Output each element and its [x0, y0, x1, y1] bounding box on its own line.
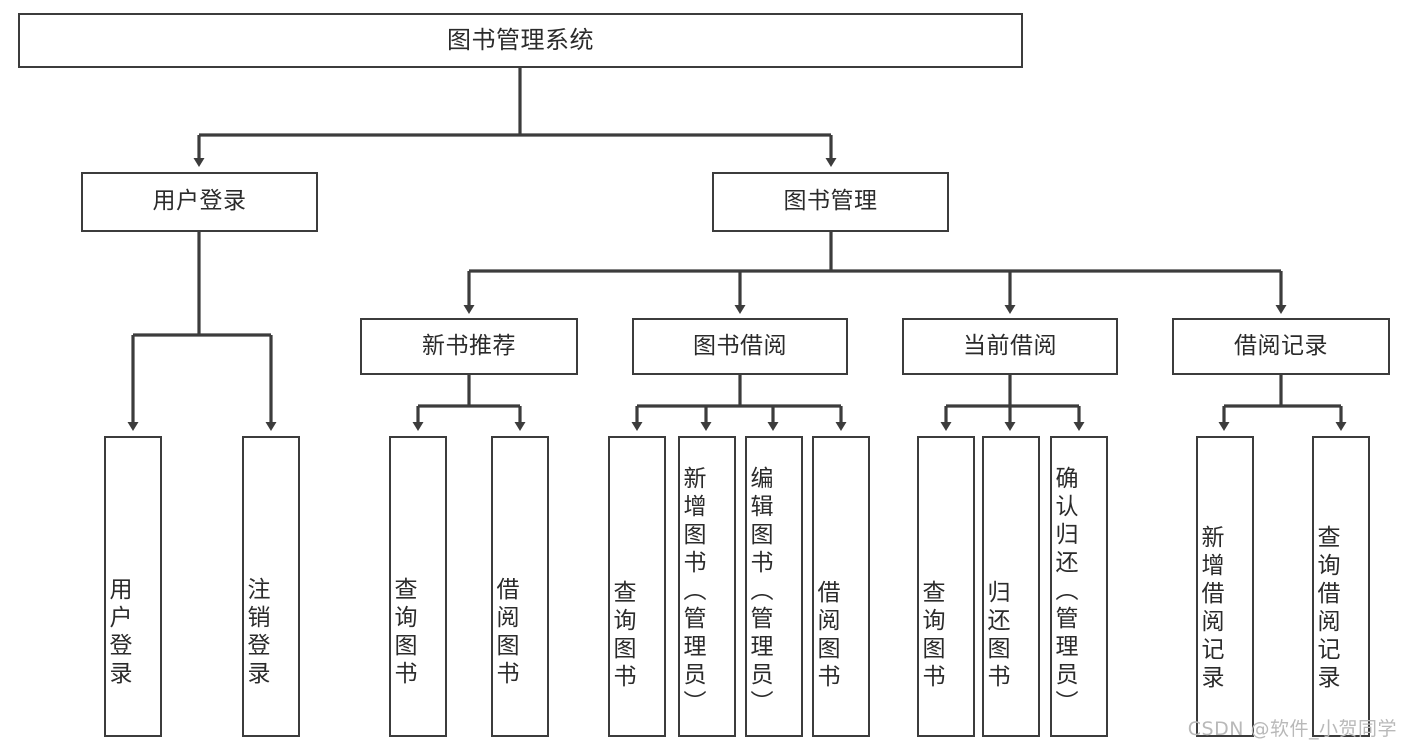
leaf-add-borrow-record[interactable]: 新增借阅记录: [1196, 436, 1254, 737]
node-user-login[interactable]: 用户登录: [81, 172, 318, 232]
node-label: 查询图书: [609, 579, 635, 692]
node-label: 注销登录: [243, 576, 269, 689]
leaf-query-book-recommend[interactable]: 查询图书: [389, 436, 447, 737]
node-label: 新增图书（管理员）: [679, 465, 705, 718]
node-label: 借阅图书: [492, 576, 518, 689]
node-current-borrow[interactable]: 当前借阅: [902, 318, 1118, 375]
node-new-book-recommend[interactable]: 新书推荐: [360, 318, 578, 375]
node-label: 当前借阅: [963, 332, 1057, 359]
node-label: 确认归还（管理员）: [1051, 465, 1077, 718]
leaf-query-borrow-record[interactable]: 查询借阅记录: [1312, 436, 1370, 737]
watermark-text: CSDN @软件_小贺同学: [1187, 718, 1397, 740]
node-label: 编辑图书（管理员）: [746, 465, 772, 718]
leaf-borrow-book[interactable]: 借阅图书: [812, 436, 870, 737]
node-label: 借阅图书: [813, 579, 839, 692]
node-label: 用户登录: [105, 576, 131, 689]
leaf-add-book-admin[interactable]: 新增图书（管理员）: [678, 436, 736, 737]
node-root-book-management-system[interactable]: 图书管理系统: [18, 13, 1023, 68]
node-label: 图书借阅: [693, 332, 787, 359]
node-label: 新书推荐: [422, 332, 516, 359]
node-book-management[interactable]: 图书管理: [712, 172, 949, 232]
node-label: 查询图书: [390, 576, 416, 689]
node-label: 图书管理系统: [447, 26, 594, 55]
leaf-user-login[interactable]: 用户登录: [104, 436, 162, 737]
leaf-return-book[interactable]: 归还图书: [982, 436, 1040, 737]
leaf-borrow-book-recommend[interactable]: 借阅图书: [491, 436, 549, 737]
node-borrow-record[interactable]: 借阅记录: [1172, 318, 1390, 375]
leaf-logout[interactable]: 注销登录: [242, 436, 300, 737]
node-label: 用户登录: [152, 188, 247, 215]
node-label: 归还图书: [983, 579, 1009, 692]
leaf-query-book-borrow[interactable]: 查询图书: [608, 436, 666, 737]
leaf-edit-book-admin[interactable]: 编辑图书（管理员）: [745, 436, 803, 737]
leaf-query-book-current[interactable]: 查询图书: [917, 436, 975, 737]
leaf-confirm-return-admin[interactable]: 确认归还（管理员）: [1050, 436, 1108, 737]
node-book-borrow[interactable]: 图书借阅: [632, 318, 848, 375]
node-label: 借阅记录: [1234, 332, 1328, 359]
node-label: 图书管理: [783, 188, 878, 215]
node-label: 新增借阅记录: [1197, 524, 1223, 693]
node-label: 查询借阅记录: [1313, 524, 1339, 693]
node-label: 查询图书: [918, 579, 944, 692]
